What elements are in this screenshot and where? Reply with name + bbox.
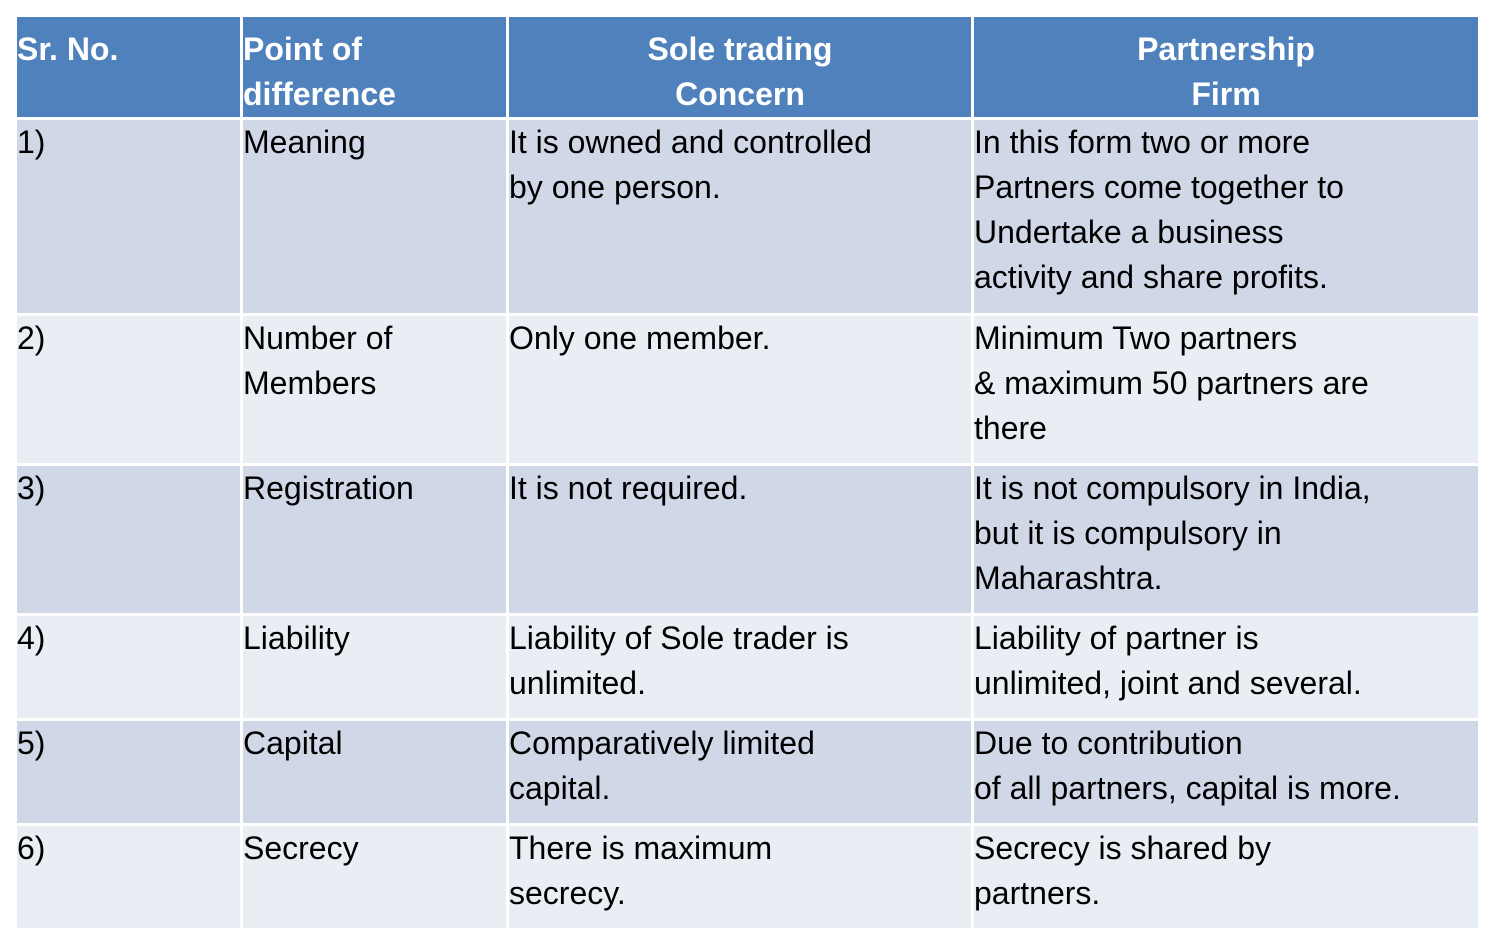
partnership-cell: In this form two or more Partners come t… <box>971 117 1481 316</box>
point-cell: Liability <box>240 613 509 721</box>
table-row: 5) Capital Comparatively limited capital… <box>14 718 1481 826</box>
sr-cell: 1) <box>14 117 243 316</box>
table-row: 4) Liability Liability of Sole trader is… <box>14 613 1481 721</box>
sr-cell: 6) <box>14 823 243 931</box>
sr-cell: 5) <box>14 718 243 826</box>
point-cell: Registration <box>240 463 509 616</box>
sole-cell: It is owned and controlled by one person… <box>506 117 974 316</box>
sole-cell: Comparatively limited capital. <box>506 718 974 826</box>
point-cell: Capital <box>240 718 509 826</box>
header-sole-trading: Sole trading Concern <box>506 14 974 120</box>
table-row: 2) Number of Members Only one member. Mi… <box>14 313 1481 466</box>
partnership-cell: It is not compulsory in India, but it is… <box>971 463 1481 616</box>
comparison-table: Sr. No. Point of difference Sole trading… <box>14 14 1481 931</box>
table-row: 3) Registration It is not required. It i… <box>14 463 1481 616</box>
header-partnership: Partnership Firm <box>971 14 1481 120</box>
sole-cell: Liability of Sole trader is unlimited. <box>506 613 974 721</box>
partnership-cell: Due to contribution of all partners, cap… <box>971 718 1481 826</box>
partnership-cell: Minimum Two partners & maximum 50 partne… <box>971 313 1481 466</box>
sr-cell: 4) <box>14 613 243 721</box>
point-cell: Secrecy <box>240 823 509 931</box>
header-point-of-difference: Point of difference <box>240 14 509 120</box>
point-cell: Number of Members <box>240 313 509 466</box>
header-row: Sr. No. Point of difference Sole trading… <box>14 14 1481 120</box>
sole-cell: It is not required. <box>506 463 974 616</box>
sole-cell: There is maximum secrecy. <box>506 823 974 931</box>
partnership-cell: Liability of partner is unlimited, joint… <box>971 613 1481 721</box>
sr-cell: 2) <box>14 313 243 466</box>
sole-cell: Only one member. <box>506 313 974 466</box>
table-row: 6) Secrecy There is maximum secrecy. Sec… <box>14 823 1481 931</box>
partnership-cell: Secrecy is shared by partners. <box>971 823 1481 931</box>
point-cell: Meaning <box>240 117 509 316</box>
sr-cell: 3) <box>14 463 243 616</box>
table-row: 1) Meaning It is owned and controlled by… <box>14 117 1481 316</box>
header-sr-no: Sr. No. <box>14 14 243 120</box>
